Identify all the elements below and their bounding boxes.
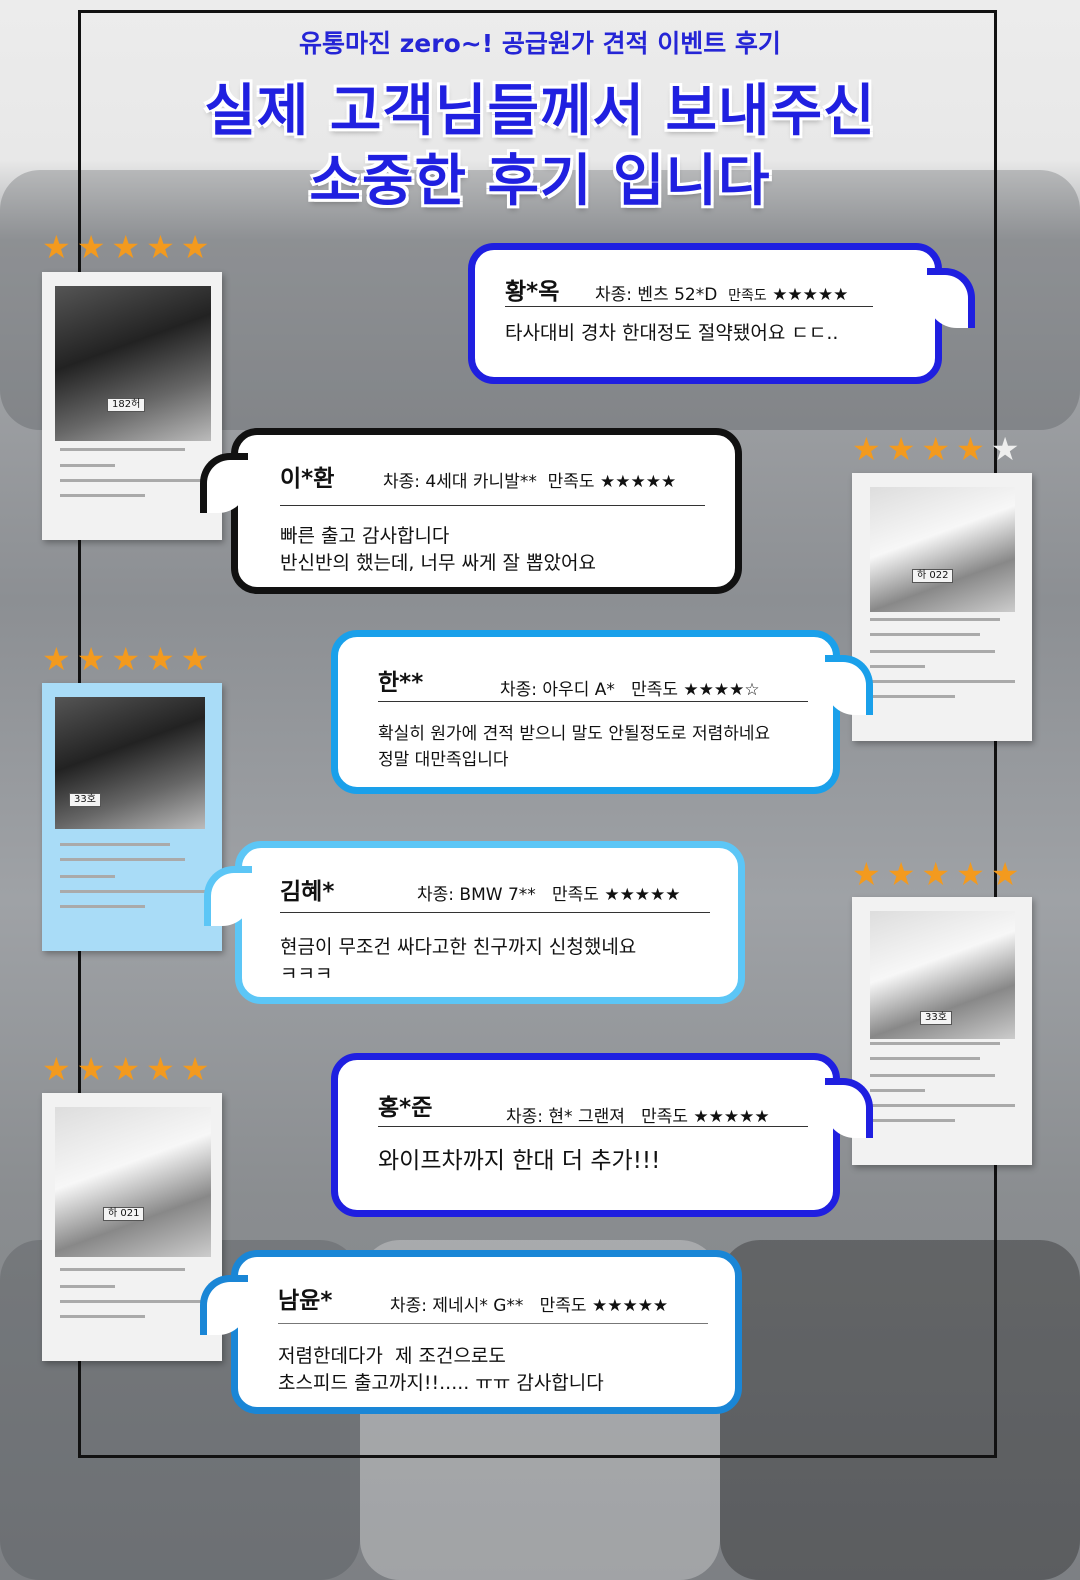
review-bubble: 한** 차종: 아우디 A* 만족도 ★★★★☆ 확실히 원가에 견적 받으니 … — [331, 630, 873, 794]
reviewer-name: 남윤* — [278, 1288, 333, 1314]
review-text: 와이프차까지 한대 더 추가!!! — [378, 1148, 661, 1174]
photo-card: 33호 — [852, 897, 1032, 1165]
page-title-line2: 소중한 후기 입니다 — [309, 149, 771, 214]
review-meta: 차종: 벤츠 52*D 만족도 ★★★★★ — [595, 285, 849, 305]
review-bubble: 홍*준 차종: 현* 그랜져 만족도 ★★★★★ 와이프차까지 한대 더 추가!… — [331, 1053, 873, 1217]
rating-stars: ★★★★★ — [42, 228, 216, 266]
photo-card: 하 022 — [852, 473, 1032, 741]
review-meta: 차종: 아우디 A* 만족도 ★★★★☆ — [500, 680, 760, 700]
review-meta: 차종: 제네시* G** 만족도 ★★★★★ — [390, 1296, 669, 1316]
car-photo: 33호 — [870, 911, 1015, 1039]
license-plate: 33호 — [920, 1011, 952, 1025]
photo-card: 33호 — [42, 683, 222, 951]
car-photo: 182허 — [55, 286, 211, 441]
rating-stars: ★★★★★ — [42, 640, 216, 678]
review-bubble: 김혜* 차종: BMW 7** 만족도 ★★★★★ 현금이 무조건 싸다고한 친… — [204, 841, 745, 1004]
license-plate: 하 021 — [103, 1207, 145, 1221]
review-text: 타사대비 경차 한대정도 절약됐어요 ㄷㄷ.. — [505, 322, 839, 344]
review-text: 빠른 출고 감사합니다 반신반의 했는데, 너무 싸게 잘 뽑았어요 — [280, 525, 596, 574]
reviewer-name: 이*환 — [280, 466, 335, 492]
car-photo: 33호 — [55, 697, 205, 829]
review-text: 현금이 무조건 싸다고한 친구까지 신청했네요 ㅋㅋㅋ — [280, 936, 637, 985]
car-photo: 하 021 — [55, 1107, 211, 1257]
review-bubble: 남윤* 차종: 제네시* G** 만족도 ★★★★★ 저렴한데다가 제 조건으로… — [200, 1250, 742, 1414]
review-text: 저렴한데다가 제 조건으로도 초스피드 출고까지!!..... ㅠㅠ 감사합니다 — [278, 1345, 604, 1394]
license-plate: 33호 — [69, 793, 101, 807]
reviewer-name: 황*옥 — [505, 279, 560, 305]
rating-stars: ★★★★★ — [852, 430, 1026, 468]
review-meta: 차종: BMW 7** 만족도 ★★★★★ — [417, 885, 681, 905]
page-title-line1: 실제 고객님들께서 보내주신 — [204, 79, 876, 144]
car-photo: 하 022 — [870, 487, 1015, 612]
review-meta: 차종: 4세대 카니발** 만족도 ★★★★★ — [383, 472, 677, 492]
reviewer-name: 김혜* — [280, 879, 335, 905]
event-subtitle: 유통마진 zero~! 공급원가 견적 이벤트 후기 — [299, 29, 781, 58]
reviewer-name: 한** — [378, 670, 424, 696]
rating-stars: ★★★★★ — [852, 855, 1026, 893]
photo-card: 182허 — [42, 272, 222, 540]
license-plate: 182허 — [107, 398, 146, 412]
review-bubble: 황*옥 차종: 벤츠 52*D 만족도 ★★★★★ 타사대비 경차 한대정도 절… — [468, 243, 975, 384]
photo-card: 하 021 — [42, 1093, 222, 1361]
review-text: 확실히 원가에 견적 받으니 말도 안될정도로 저렴하네요 정말 대만족입니다 — [378, 724, 771, 770]
review-bubble: 이*환 차종: 4세대 카니발** 만족도 ★★★★★ 빠른 출고 감사합니다 … — [200, 428, 742, 594]
license-plate: 하 022 — [912, 569, 954, 583]
review-meta: 차종: 현* 그랜져 만족도 ★★★★★ — [506, 1107, 770, 1127]
reviewer-name: 홍*준 — [378, 1095, 433, 1121]
rating-stars: ★★★★★ — [42, 1050, 216, 1088]
